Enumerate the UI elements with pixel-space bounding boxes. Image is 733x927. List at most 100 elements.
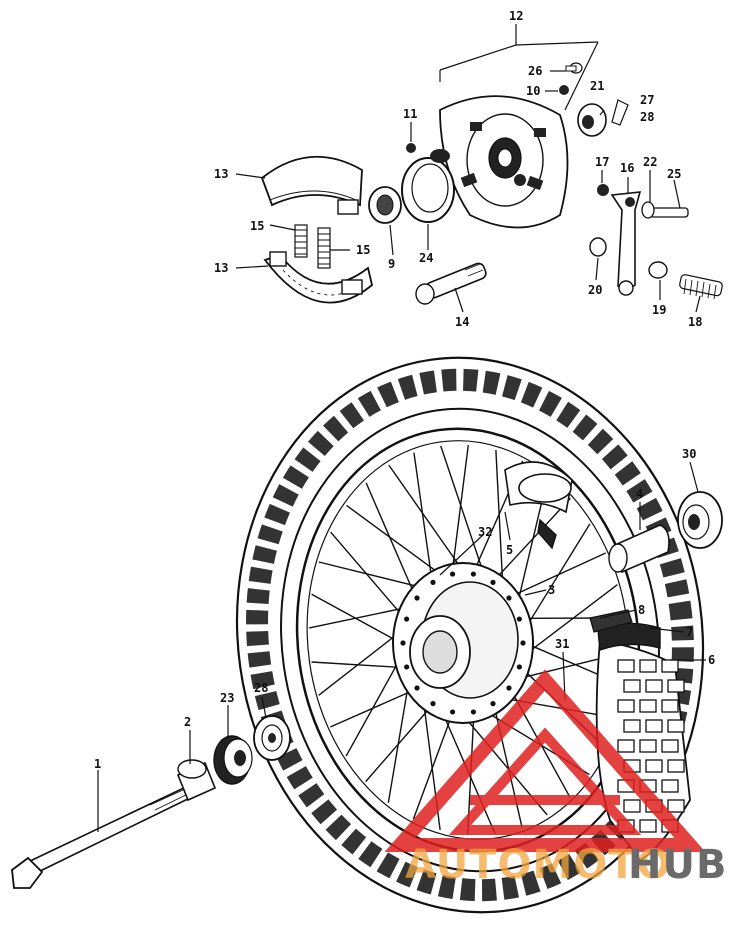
spoke bbox=[311, 661, 405, 669]
tread-lug bbox=[639, 659, 657, 673]
springs-15 bbox=[294, 224, 331, 269]
tube-cut bbox=[504, 461, 573, 550]
tread-lug bbox=[617, 699, 635, 713]
axle-1 bbox=[11, 783, 198, 889]
watermark: AUTOMOTO HUB bbox=[384, 669, 727, 888]
label-9: 9 bbox=[388, 257, 395, 271]
label-15a: 15 bbox=[250, 219, 264, 233]
spring-18 bbox=[679, 274, 723, 300]
spoke bbox=[346, 504, 443, 576]
hub-hole bbox=[490, 701, 496, 707]
tread-lug bbox=[661, 739, 679, 753]
label-18: 18 bbox=[688, 315, 702, 329]
spoke bbox=[318, 629, 403, 696]
spoke bbox=[318, 561, 424, 589]
brake-cam-14 bbox=[415, 262, 487, 305]
tread-lug bbox=[617, 739, 635, 753]
nut-17 bbox=[597, 184, 609, 196]
hub-hole bbox=[414, 685, 420, 691]
label-28b: 28 bbox=[254, 681, 268, 695]
nut-21 bbox=[577, 103, 607, 137]
label-23: 23 bbox=[220, 691, 234, 705]
label-28a: 28 bbox=[640, 110, 654, 124]
bolt-25 bbox=[649, 207, 689, 218]
label-5: 5 bbox=[506, 543, 513, 557]
watermark-logo-icon bbox=[384, 669, 706, 852]
brake-shoe-lower bbox=[263, 251, 374, 304]
label-27: 27 bbox=[640, 93, 654, 107]
label-3: 3 bbox=[548, 583, 555, 597]
tread-lug bbox=[645, 719, 663, 733]
brake-shoe-upper bbox=[260, 155, 363, 215]
tread-lug bbox=[639, 739, 657, 753]
label-24: 24 bbox=[419, 251, 433, 265]
brake-arm-16 bbox=[610, 191, 642, 296]
label-13a: 13 bbox=[214, 167, 228, 181]
tread-lug bbox=[639, 699, 657, 713]
seal-23 bbox=[213, 735, 253, 785]
label-32: 32 bbox=[478, 525, 492, 539]
part-labels: 12 26 10 21 27 28 11 17 16 22 25 13 15 1… bbox=[94, 9, 715, 771]
hub-hole bbox=[404, 664, 410, 670]
label-31: 31 bbox=[555, 637, 569, 651]
spoke bbox=[330, 688, 416, 728]
spoke bbox=[330, 531, 406, 619]
spoke bbox=[413, 452, 433, 581]
label-13b: 13 bbox=[214, 261, 228, 275]
tread-lug bbox=[661, 699, 679, 713]
tread-lug bbox=[645, 679, 663, 693]
tread-lug bbox=[645, 759, 663, 773]
label-11: 11 bbox=[403, 107, 417, 121]
tire-tread-band bbox=[246, 368, 694, 902]
nut-11 bbox=[406, 143, 416, 153]
hub-hole bbox=[430, 579, 436, 585]
hub-hole bbox=[449, 709, 456, 715]
label-2: 2 bbox=[184, 715, 191, 729]
spoke bbox=[387, 678, 410, 803]
screw-26 bbox=[565, 62, 583, 74]
hub-hole bbox=[449, 571, 456, 577]
spoke bbox=[523, 584, 618, 657]
hub-hole bbox=[516, 616, 522, 622]
spoke bbox=[365, 704, 433, 783]
spacer-2 bbox=[176, 759, 217, 802]
label-21: 21 bbox=[590, 79, 604, 93]
hub-hole bbox=[430, 701, 436, 707]
hub-hole bbox=[404, 616, 410, 622]
label-22: 22 bbox=[643, 155, 657, 169]
tread-lug bbox=[623, 719, 641, 733]
spoke bbox=[309, 606, 410, 629]
spoke bbox=[493, 497, 571, 582]
hub-hole bbox=[520, 640, 526, 646]
label-20: 20 bbox=[588, 283, 602, 297]
hub-hole bbox=[506, 595, 512, 601]
spoke bbox=[345, 655, 403, 757]
leader-lines bbox=[97, 24, 706, 832]
spoke bbox=[388, 464, 464, 572]
hub-hole bbox=[400, 640, 406, 646]
hub-hole bbox=[490, 579, 496, 585]
tread-lug bbox=[667, 679, 685, 693]
hub-hole bbox=[516, 664, 522, 670]
tread-lug bbox=[639, 819, 657, 833]
label-19: 19 bbox=[652, 303, 666, 317]
bearing-28 bbox=[253, 715, 291, 761]
spoke bbox=[510, 552, 606, 598]
tread-lug bbox=[667, 799, 685, 813]
label-16: 16 bbox=[620, 161, 634, 175]
spoke bbox=[311, 593, 402, 644]
grommet-10 bbox=[559, 85, 569, 95]
label-4: 4 bbox=[636, 487, 643, 501]
label-10: 10 bbox=[526, 84, 540, 98]
tread-lug bbox=[623, 679, 641, 693]
label-1: 1 bbox=[94, 757, 101, 771]
tread-lug bbox=[661, 779, 679, 793]
label-26: 26 bbox=[528, 64, 542, 78]
joint-20 bbox=[589, 237, 607, 257]
collar-19 bbox=[648, 261, 668, 279]
spoke bbox=[451, 444, 470, 573]
label-6: 6 bbox=[708, 653, 715, 667]
collar-9 bbox=[368, 186, 402, 224]
watermark-text-right: HUB bbox=[628, 842, 727, 888]
